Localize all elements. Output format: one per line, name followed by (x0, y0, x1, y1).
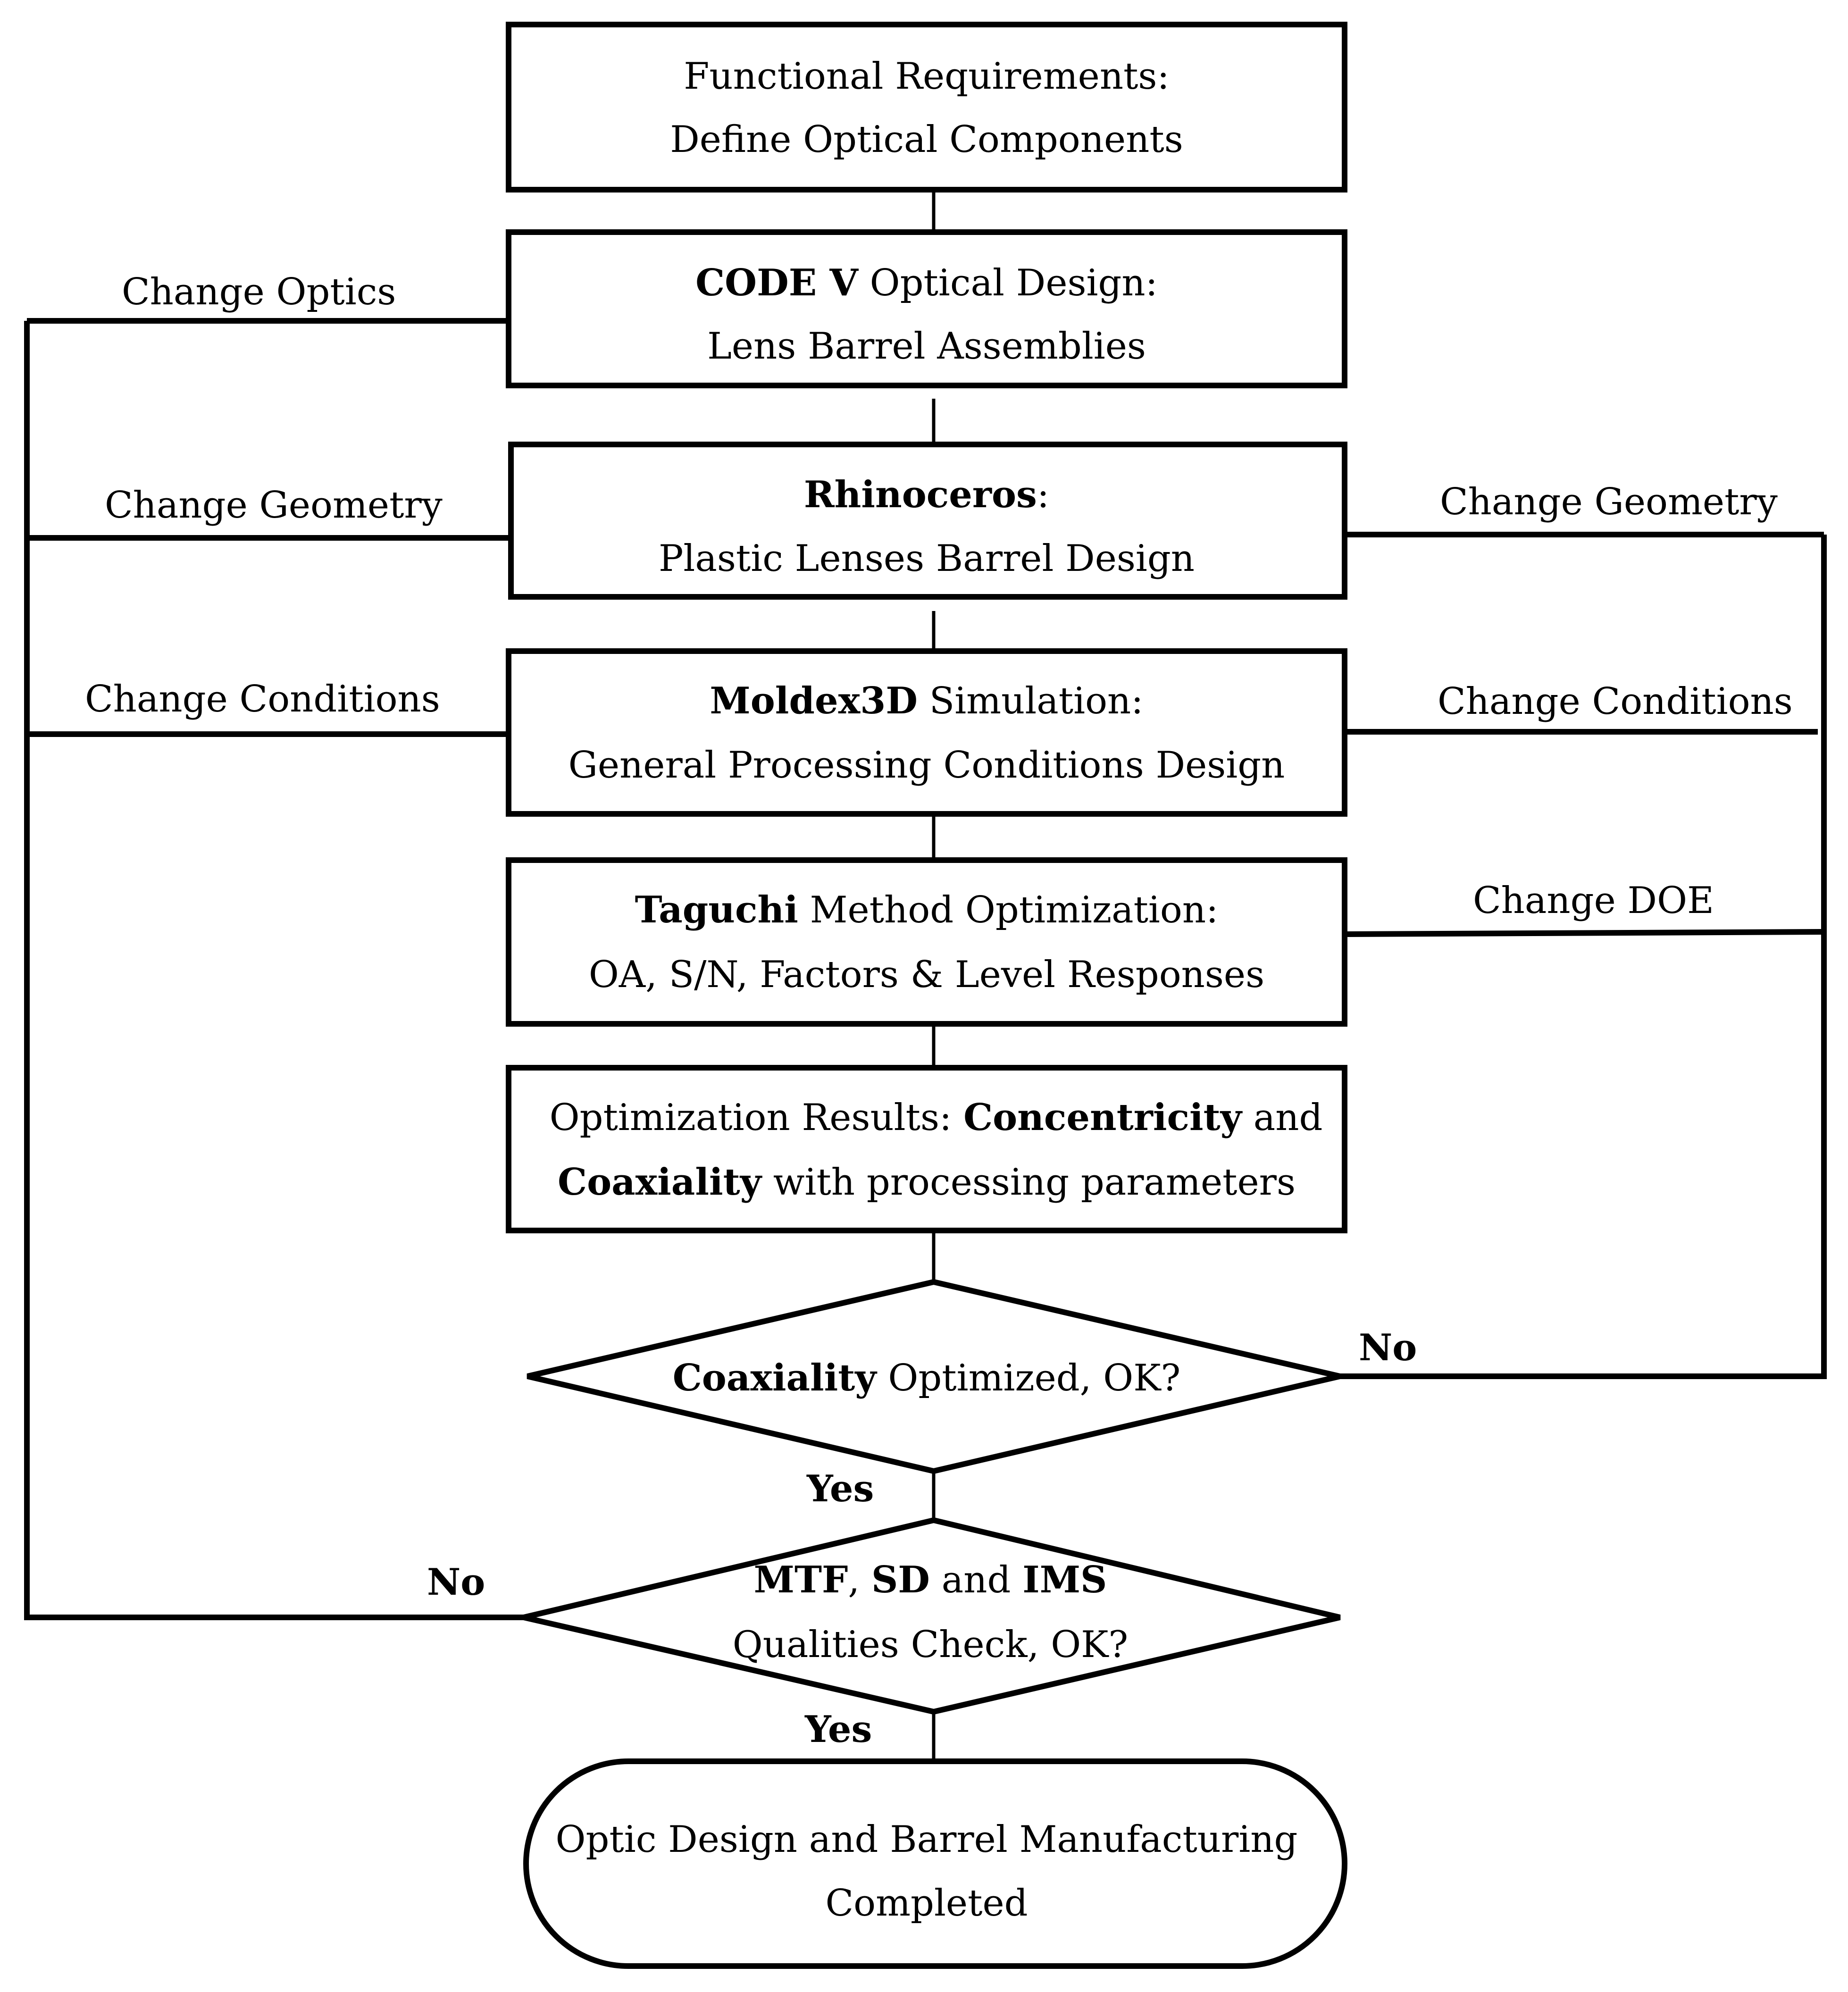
text-run: CODE V (695, 261, 859, 304)
node-completed: Optic Design and Barrel Manufacturing Co… (523, 1758, 1347, 1969)
text-run: General Processing Conditions Design (569, 744, 1285, 787)
node-qualities-check-line2: Qualities Check, OK? (733, 1624, 1129, 1666)
text-run: Qualities Check, OK? (733, 1624, 1129, 1666)
text-run: Concentricity (963, 1096, 1243, 1139)
node-qualities-check: MTF, SD and IMS Qualities Check, OK? (523, 1517, 1341, 1715)
node-functional-requirements-line2: Define Optical Components (670, 118, 1183, 161)
node-coaxiality-check: Coaxiality Optimized, OK? (527, 1279, 1341, 1474)
text-run: , (848, 1559, 871, 1601)
node-moldex3d-line2: General Processing Conditions Design (569, 744, 1285, 787)
node-completed-line2: Completed (825, 1882, 1028, 1925)
text-run: Functional Requirements: (684, 55, 1169, 98)
label-qualities-no: No (427, 1561, 485, 1604)
text-run: Rhinoceros (804, 473, 1037, 516)
node-optimization-results-line2: Coaxiality with processing parameters (558, 1161, 1296, 1204)
text-run: SD (871, 1558, 930, 1601)
text-run: Coaxiality (673, 1356, 878, 1399)
label-left-change-geometry: Change Geometry (105, 484, 443, 527)
node-coaxiality-check-line1: Coaxiality Optimized, OK? (673, 1356, 1181, 1399)
node-taguchi-line2: OA, S/N, Factors & Level Responses (589, 954, 1264, 996)
label-right-change-geometry: Change Geometry (1440, 481, 1778, 523)
label-coaxiality-yes: Yes (806, 1467, 874, 1510)
text-run: IMS (1022, 1558, 1107, 1601)
text-run: MTF (754, 1558, 848, 1601)
right-feedback-loop (1340, 532, 1827, 1379)
text-run: Coaxiality (558, 1161, 763, 1204)
node-moldex3d: Moldex3D Simulation: General Processing … (506, 648, 1347, 817)
right-loop-line (1340, 535, 1827, 1379)
node-rhinoceros-line2: Plastic Lenses Barrel Design (659, 537, 1195, 580)
text-run: Completed (825, 1882, 1028, 1925)
label-change-optics: Change Optics (122, 271, 396, 313)
text-run: Method Optimization: (798, 889, 1219, 931)
text-run: Simulation: (918, 680, 1144, 722)
label-left-change-conditions: Change Conditions (85, 678, 440, 720)
text-run: and (930, 1559, 1022, 1601)
node-moldex3d-line1: Moldex3D Simulation: (710, 679, 1143, 722)
node-qualities-check-line1: MTF, SD and IMS (754, 1558, 1107, 1601)
text-run: Plastic Lenses Barrel Design (659, 537, 1195, 580)
left-feedback-loop (24, 318, 524, 1620)
text-run: Moldex3D (710, 679, 918, 722)
node-code-v-line1: CODE V Optical Design: (695, 261, 1158, 304)
text-run: : (1037, 474, 1049, 516)
node-functional-requirements: Functional Requirements: Define Optical … (506, 22, 1347, 193)
text-run: and (1242, 1096, 1322, 1139)
arrow-right-change-doe (1347, 929, 1824, 937)
label-right-change-conditions: Change Conditions (1438, 680, 1793, 723)
label-coaxiality-no: No (1359, 1326, 1417, 1369)
text-run: Lens Barrel Assemblies (707, 325, 1146, 368)
text-run: Optimized, OK? (877, 1357, 1181, 1399)
text-run: Optimization Results: (550, 1096, 964, 1139)
label-right-change-doe: Change DOE (1473, 879, 1714, 922)
text-run: Optical Design: (858, 262, 1158, 304)
text-run: OA, S/N, Factors & Level Responses (589, 954, 1264, 996)
node-rhinoceros: Rhinoceros: Plastic Lenses Barrel Design (508, 442, 1347, 600)
text-run: Taguchi (635, 888, 798, 931)
node-functional-requirements-line1: Functional Requirements: (684, 55, 1169, 98)
label-qualities-yes: Yes (804, 1708, 872, 1751)
text-run: with processing parameters (761, 1161, 1296, 1204)
text-run: Define Optical Components (670, 118, 1183, 161)
node-rhinoceros-line1: Rhinoceros: (804, 473, 1049, 516)
node-taguchi-line1: Taguchi Method Optimization: (635, 888, 1219, 931)
node-code-v-line2: Lens Barrel Assemblies (707, 325, 1146, 368)
node-completed-line1: Optic Design and Barrel Manufacturing (556, 1818, 1298, 1861)
node-optimization-results-line1: Optimization Results: Concentricity and (550, 1096, 1323, 1139)
text-run: Optic Design and Barrel Manufacturing (556, 1818, 1298, 1861)
node-taguchi: Taguchi Method Optimization: OA, S/N, Fa… (506, 857, 1347, 1027)
left-loop-line (24, 321, 524, 1620)
node-optimization-results: Optimization Results: Concentricity and … (506, 1065, 1347, 1233)
node-code-v: CODE V Optical Design: Lens Barrel Assem… (506, 229, 1347, 388)
